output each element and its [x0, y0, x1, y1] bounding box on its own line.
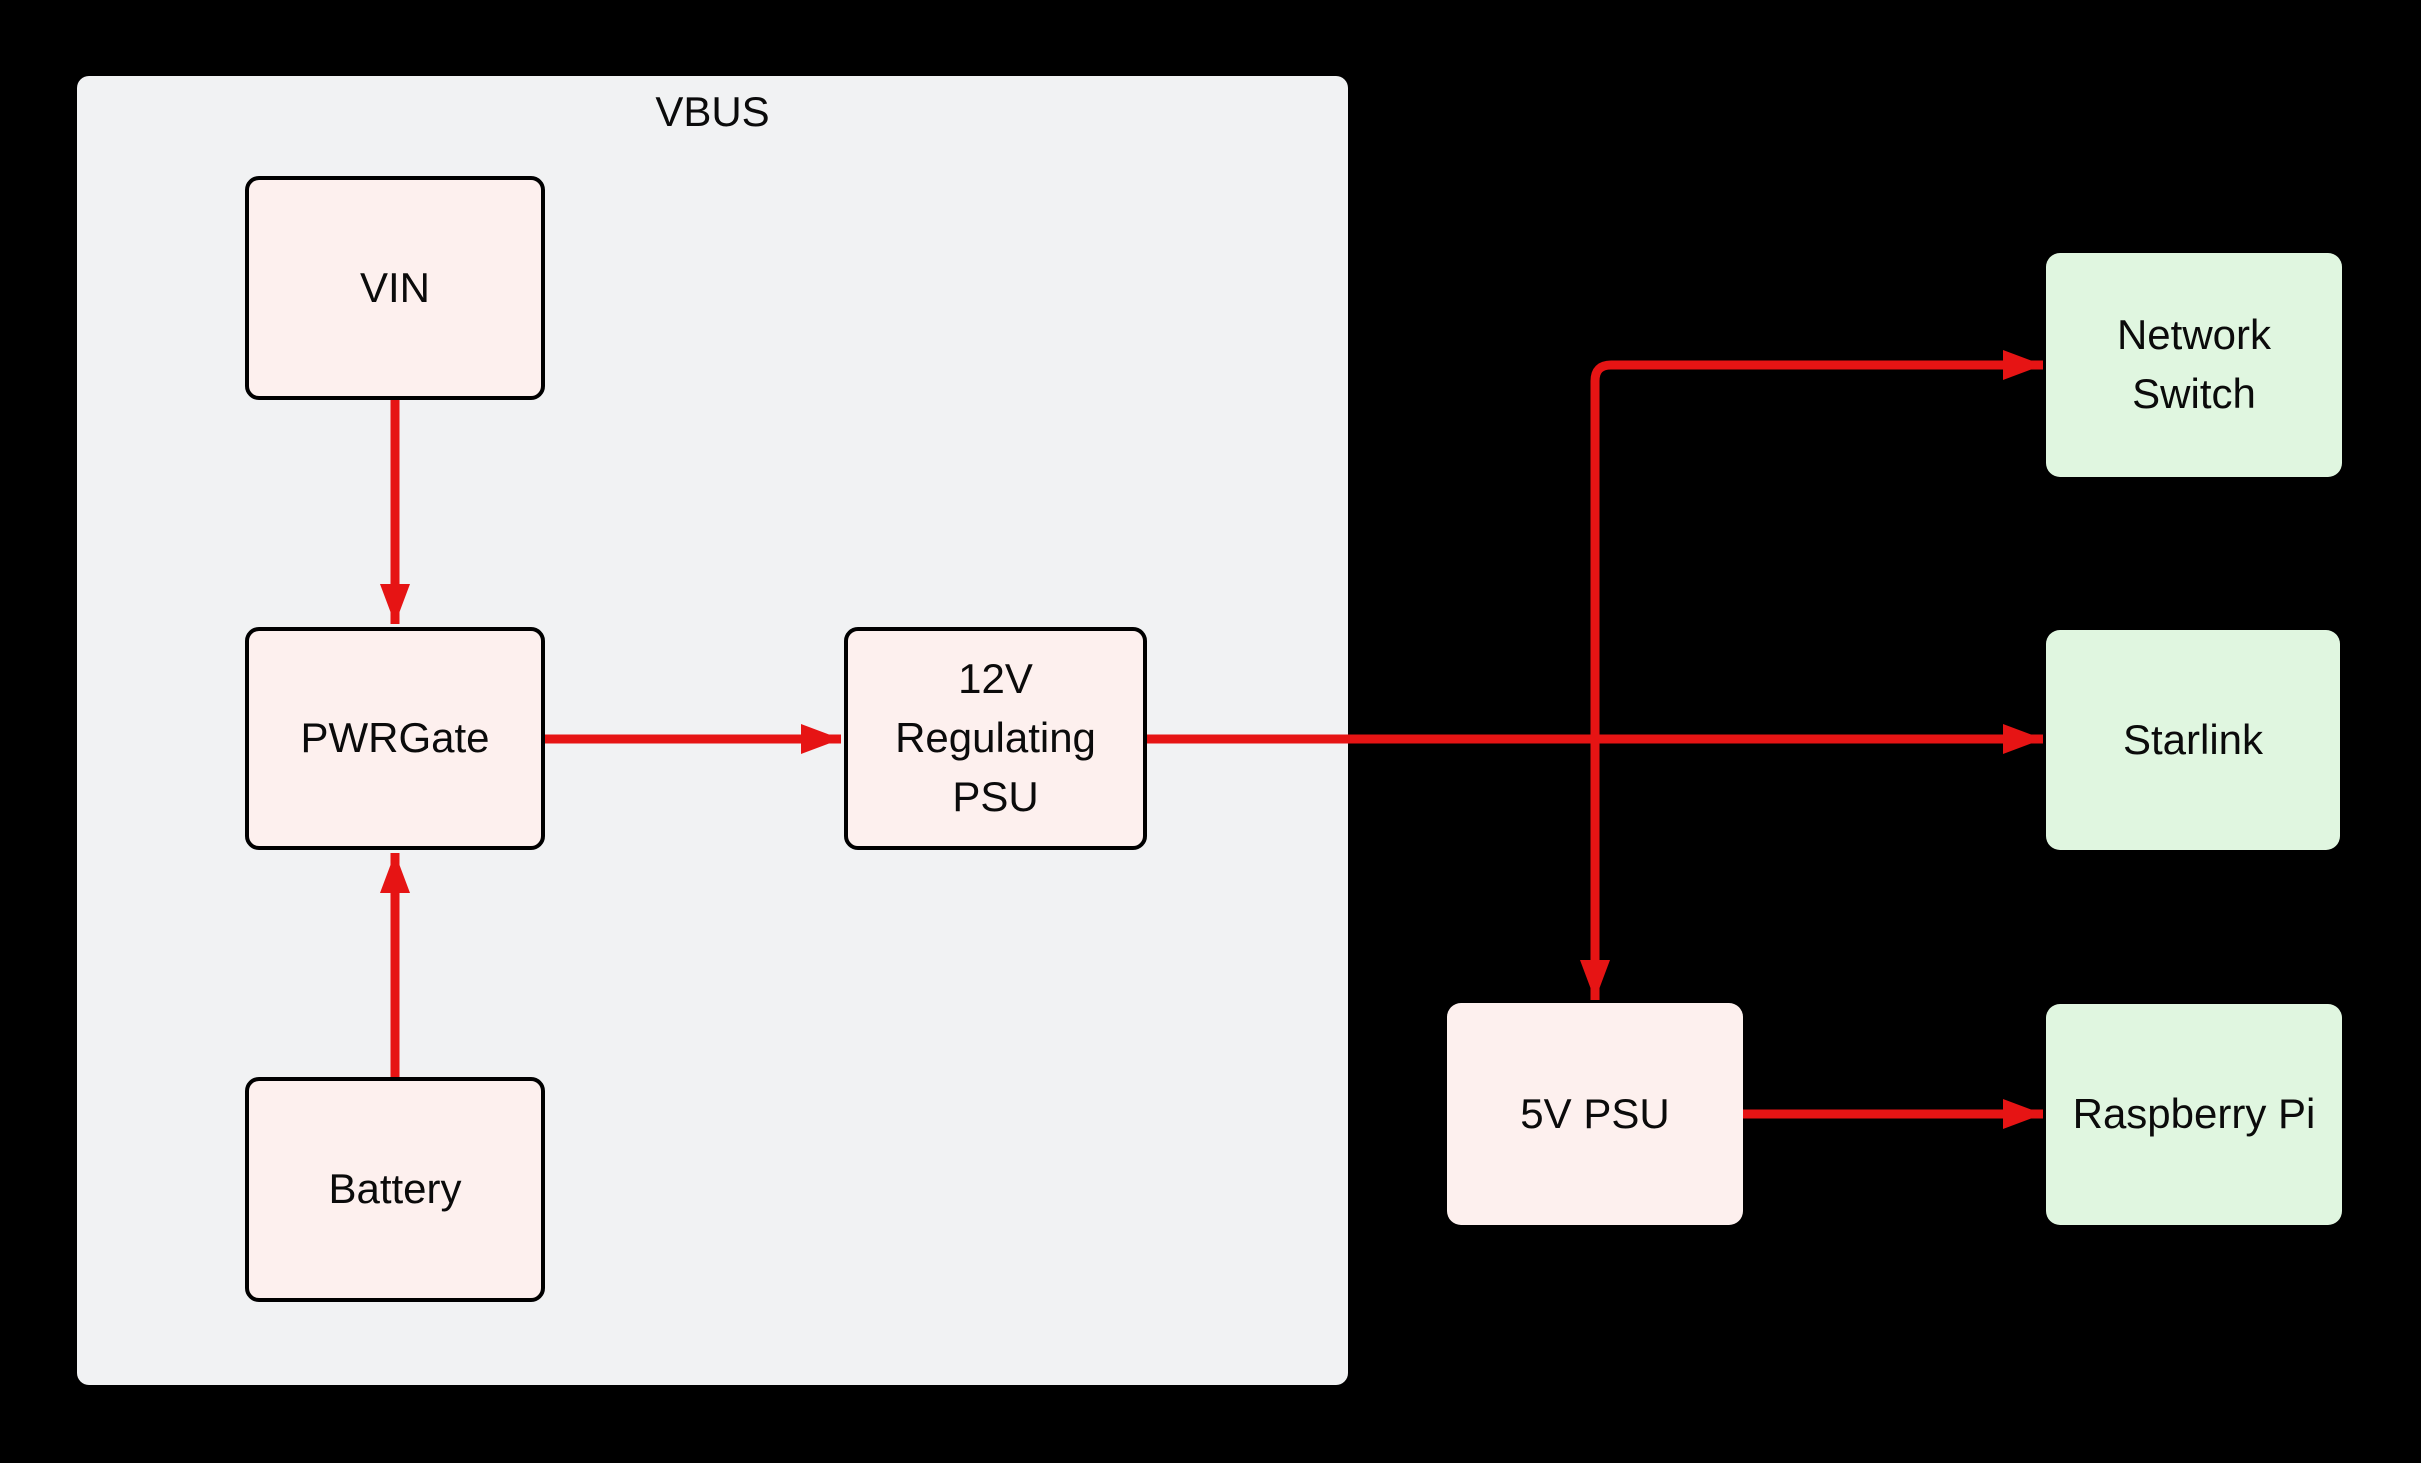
node-raspberry-pi: Raspberry Pi	[2046, 1004, 2342, 1225]
node-battery: Battery	[245, 1077, 545, 1302]
node-starlink: Starlink	[2046, 630, 2340, 850]
vbus-container-label: VBUS	[655, 88, 770, 135]
node-5v-psu: 5V PSU	[1447, 1003, 1743, 1225]
node-vin: VIN	[245, 176, 545, 400]
node-pwrgate: PWRGate	[245, 627, 545, 850]
node-12v-regulating-psu: 12V Regulating PSU	[844, 627, 1147, 850]
edge-12v-psu-to-network-switch	[1590, 350, 2043, 739]
node-network-switch: Network Switch	[2046, 253, 2342, 477]
